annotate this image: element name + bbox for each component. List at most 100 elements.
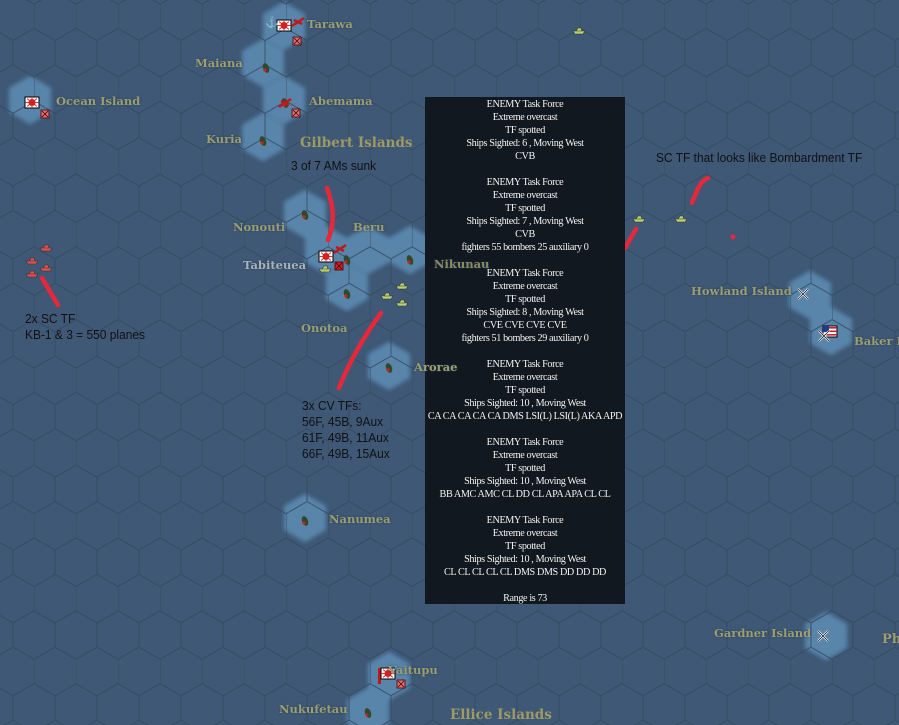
tf-status: TF spotted xyxy=(505,541,545,552)
tf-weather: Extreme overcast xyxy=(492,450,558,461)
label-nonouti[interactable]: Nonouti xyxy=(233,220,286,234)
base-icon[interactable] xyxy=(292,36,302,46)
tf-weather: Extreme overcast xyxy=(492,112,558,123)
label-nukufetau[interactable]: Nukufetau xyxy=(279,702,348,716)
tf-sighted: Ships Sighted: 10 , Moving West xyxy=(464,398,586,409)
island-icon xyxy=(343,289,351,299)
japanese-tf-icon[interactable] xyxy=(25,257,39,265)
label-onotoa[interactable]: Onotoa xyxy=(301,321,348,335)
island-icon xyxy=(301,516,309,526)
label-ocean-island[interactable]: Ocean Island xyxy=(56,94,141,108)
note-kb-line1: 2x SC TF xyxy=(25,311,76,326)
label-vaitupu[interactable]: Vaitupu xyxy=(388,663,438,677)
red-dot xyxy=(730,234,736,240)
label-beru[interactable]: Beru xyxy=(353,220,385,234)
red-stroke-cv xyxy=(336,310,384,391)
tf-title: ENEMY Task Force xyxy=(486,177,564,188)
note-cv-tfs: 3x CV TFs: 56F, 45B, 9Aux 61F, 49B, 11Au… xyxy=(302,398,390,462)
label-nikunau[interactable]: Nikunau xyxy=(434,257,490,271)
tf-status: TF spotted xyxy=(505,203,545,214)
tf-ships: BB AMC AMC CL DD CL APA APA CL CL xyxy=(439,489,611,500)
tf-air: fighters 55 bombers 25 auxiliary 0 xyxy=(461,242,589,253)
tf-title: ENEMY Task Force xyxy=(486,268,564,279)
label-baker-island[interactable]: Baker I xyxy=(854,334,899,348)
anchor-icon[interactable]: ⚓ xyxy=(265,16,279,29)
us-flag-baker[interactable] xyxy=(822,325,838,338)
airgroup-icon[interactable] xyxy=(291,16,305,28)
tf-sighted: Ships Sighted: 8 , Moving West xyxy=(466,307,584,318)
tf-ships: CA CA CA CA CA DMS LSI(L) LSI(L) AKA APD xyxy=(427,411,623,422)
region-ellice-islands: Ellice Islands xyxy=(450,707,552,723)
allied-tf-icon[interactable] xyxy=(572,27,586,35)
tf-ships: CVE CVE CVE CVE xyxy=(483,320,567,331)
label-howland-island[interactable]: Howland Island xyxy=(691,284,792,298)
crossed-swords-icon[interactable] xyxy=(817,630,829,642)
island-icon xyxy=(301,210,309,220)
japanese-tf-icon[interactable] xyxy=(39,264,53,272)
base-icon[interactable] xyxy=(396,679,406,689)
island-icon xyxy=(262,63,270,73)
island-icon xyxy=(385,363,393,373)
note-kb: 2x SC TF KB-1 & 3 = 550 planes xyxy=(25,311,145,343)
label-arorae[interactable]: Arorae xyxy=(414,360,458,374)
label-tabiteuea[interactable]: Tabiteuea xyxy=(243,258,307,272)
japanese-flag-ocean-island[interactable] xyxy=(24,96,40,109)
allied-tf-icon[interactable] xyxy=(318,265,332,273)
tf-sighted: Ships Sighted: 10 , Moving West xyxy=(464,476,586,487)
tf-sighted: Ships Sighted: 10 , Moving West xyxy=(464,554,586,565)
allied-tf-icon[interactable] xyxy=(395,299,409,307)
base-icon[interactable] xyxy=(40,109,50,119)
label-kuria[interactable]: Kuria xyxy=(206,132,242,146)
tf-weather: Extreme overcast xyxy=(492,528,558,539)
label-gardner-island[interactable]: Gardner Island xyxy=(714,626,812,640)
tf-weather: Extreme overcast xyxy=(492,190,558,201)
tf-title: ENEMY Task Force xyxy=(486,99,564,110)
red-stroke-ams xyxy=(324,185,336,243)
tf-ships: CL CL CL CL CL DMS DMS DD DD DD xyxy=(443,567,607,578)
base-icon[interactable] xyxy=(291,108,301,118)
crossed-swords-icon[interactable] xyxy=(818,330,830,342)
annotation-strokes xyxy=(39,175,736,391)
japanese-flag-tarawa[interactable] xyxy=(276,19,292,32)
note-cv-line2: 56F, 45B, 9Aux xyxy=(302,414,384,429)
label-nanumea[interactable]: Nanumea xyxy=(329,512,391,526)
note-cv-line4: 66F, 49B, 15Aux xyxy=(302,446,390,461)
crossed-swords-icon[interactable] xyxy=(797,288,809,300)
region-gilbert-islands: Gilbert Islands xyxy=(300,135,413,151)
japanese-tf-icon[interactable] xyxy=(39,244,53,252)
note-cv-line3: 61F, 49B, 11Aux xyxy=(302,430,389,445)
tooltip-range: Range is 73 xyxy=(503,593,547,604)
note-kb-line2: KB-1 & 3 = 550 planes xyxy=(25,327,146,342)
allied-tf-icon[interactable] xyxy=(674,215,688,223)
label-phoenix[interactable]: Ph xyxy=(882,632,899,647)
allied-tf-icon[interactable] xyxy=(632,215,646,223)
tf-title: ENEMY Task Force xyxy=(486,437,564,448)
island-icon xyxy=(364,708,372,718)
tf-sighted: Ships Sighted: 6 , Moving West xyxy=(466,138,584,149)
allied-tf-icon[interactable] xyxy=(380,292,394,300)
note-ams-sunk: 3 of 7 AMs sunk xyxy=(291,158,377,173)
tf-title: ENEMY Task Force xyxy=(486,515,564,526)
japanese-tf-icon[interactable] xyxy=(25,270,39,278)
tf-status: TF spotted xyxy=(505,463,545,474)
base-icon[interactable] xyxy=(334,261,344,271)
japanese-flag-vaitupu[interactable] xyxy=(380,667,396,680)
flagpole-vaitupu[interactable] xyxy=(378,668,381,684)
island-icon xyxy=(406,255,414,265)
label-abemama[interactable]: Abemama xyxy=(309,94,373,108)
red-stroke-kb xyxy=(39,275,61,308)
tf-status: TF spotted xyxy=(505,125,545,136)
label-tarawa[interactable]: Tarawa xyxy=(307,17,353,31)
label-maiana[interactable]: Maiana xyxy=(195,56,243,70)
note-sc-tf-bombardment: SC TF that looks like Bombardment TF xyxy=(656,150,863,165)
allied-tf-icon[interactable] xyxy=(395,282,409,290)
airgroup-icon[interactable] xyxy=(278,97,292,109)
japanese-flag-tabiteuea[interactable] xyxy=(318,250,334,263)
airgroup-icon[interactable] xyxy=(333,243,347,255)
tf-weather: Extreme overcast xyxy=(492,372,558,383)
